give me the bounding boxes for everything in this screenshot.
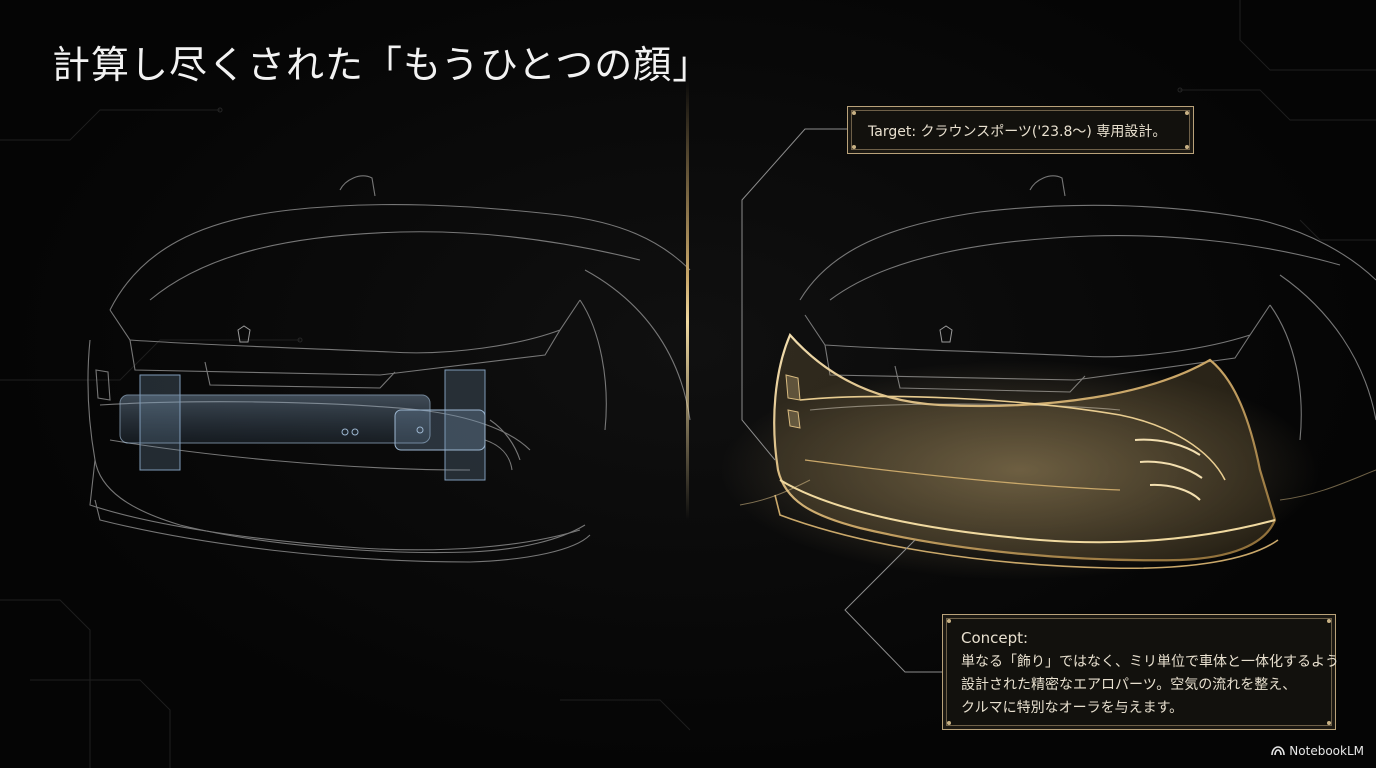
concept-line: 単なる「飾り」ではなく、ミリ単位で車体と一体化するよう bbox=[961, 654, 1339, 670]
page-title: 計算し尽くされた「もうひとつの顔」 bbox=[52, 43, 712, 87]
corner-rivet bbox=[1327, 721, 1331, 725]
callout-leaders bbox=[741, 128, 942, 673]
notebooklm-watermark: NotebookLM bbox=[1271, 744, 1364, 758]
corner-rivet bbox=[947, 619, 951, 623]
target-callout-text: Target: クラウンスポーツ('23.8〜) 専用設計。 bbox=[868, 124, 1167, 140]
left-car-wireframe bbox=[87, 175, 691, 563]
corner-rivet bbox=[852, 145, 856, 149]
concept-body: 単なる「飾り」ではなく、ミリ単位で車体と一体化するよう 設計された精密なエアロパ… bbox=[961, 651, 1339, 720]
corner-rivet bbox=[947, 721, 951, 725]
corner-rivet bbox=[1185, 111, 1189, 115]
corner-rivet bbox=[1185, 145, 1189, 149]
corner-rivet bbox=[852, 111, 856, 115]
concept-line: 設計された精密なエアロパーツ。空気の流れを整え、 bbox=[961, 677, 1297, 693]
brand-label: NotebookLM bbox=[1289, 744, 1364, 758]
left-car-structure bbox=[119, 325, 486, 481]
center-divider bbox=[686, 80, 689, 520]
notebooklm-icon bbox=[1271, 746, 1286, 756]
concept-callout: Concept: 単なる「飾り」ではなく、ミリ単位で車体と一体化するよう 設計さ… bbox=[942, 614, 1339, 730]
right-car-aero-kit bbox=[720, 325, 1376, 580]
concept-line: クルマに特別なオーラを与えます。 bbox=[961, 700, 1184, 716]
target-callout: Target: クラウンスポーツ('23.8〜) 専用設計。 bbox=[847, 106, 1194, 154]
corner-rivet bbox=[1327, 619, 1331, 623]
concept-heading: Concept: bbox=[961, 629, 1029, 647]
